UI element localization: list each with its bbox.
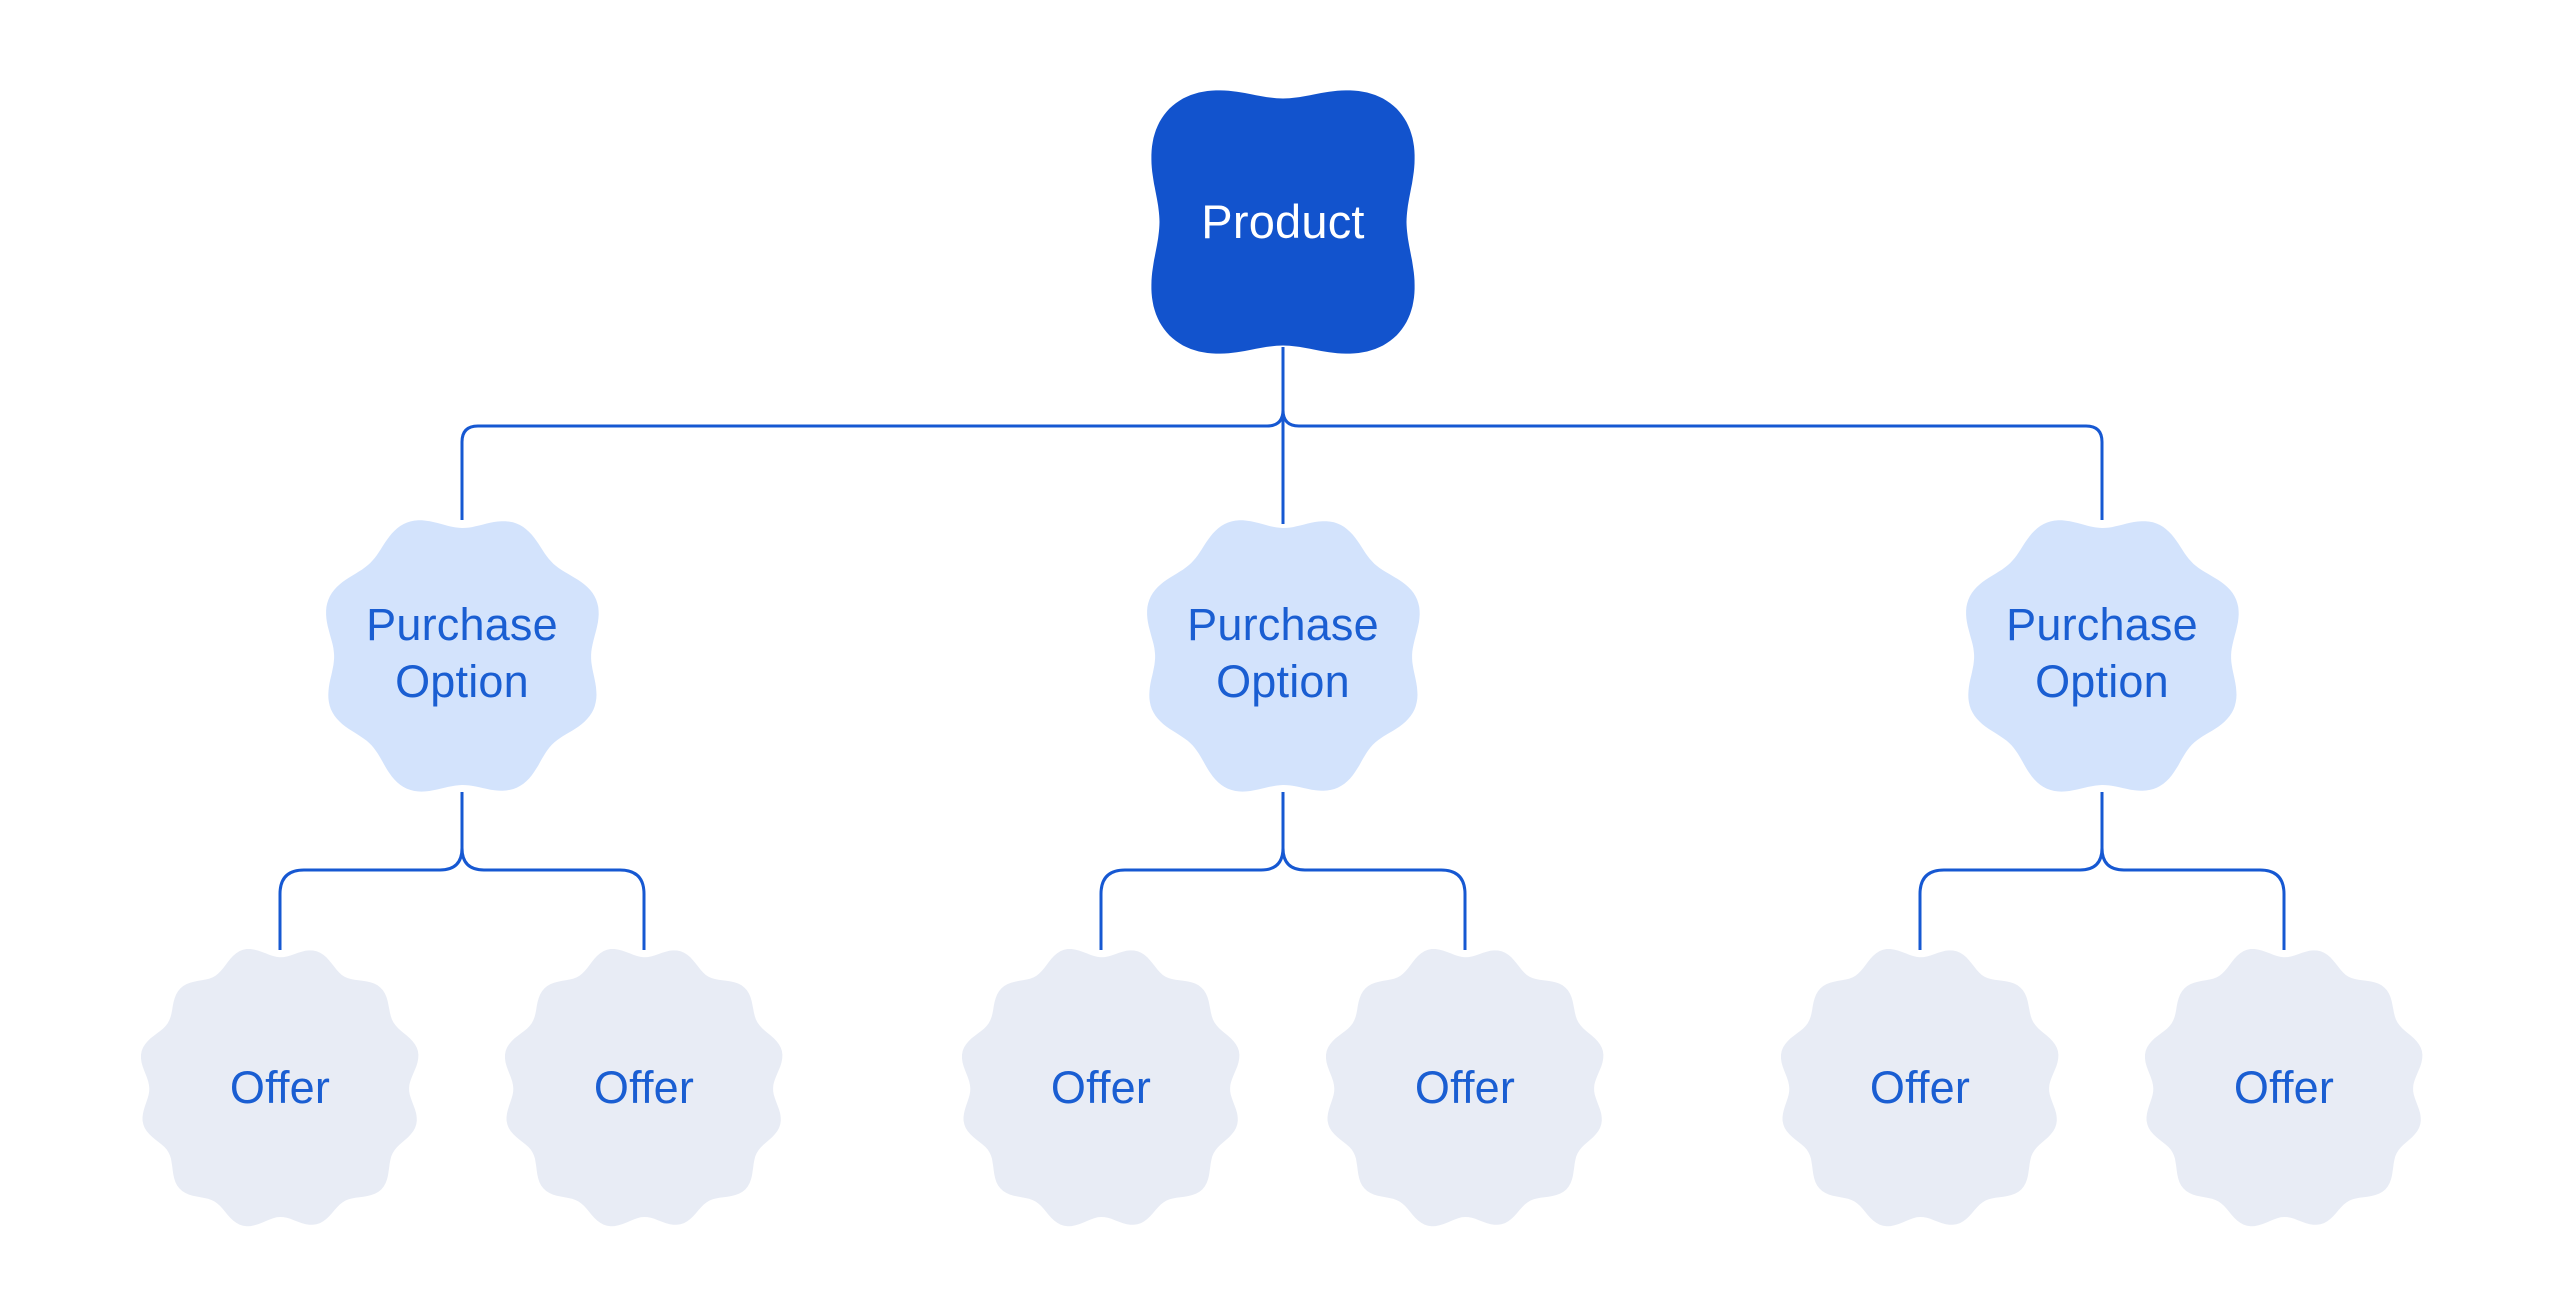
purchase-option-label-1: Purchase Option	[366, 599, 558, 707]
purchase-option-shape-2	[1147, 520, 1420, 792]
offer-shape-4	[1326, 949, 1604, 1227]
purchase-option-shape-3	[1966, 520, 2239, 792]
offer-label-2: Offer	[593, 1062, 695, 1113]
offer-label-4: Offer	[1414, 1062, 1516, 1113]
offer-shape-3	[962, 949, 1240, 1227]
offer-label-3: Offer	[1050, 1062, 1152, 1113]
offer-shape-6	[2145, 949, 2423, 1227]
offer-shape-1	[141, 949, 419, 1227]
connector-level1	[460, 347, 2104, 524]
offer-label-6: Offer	[2233, 1062, 2335, 1113]
connector-fork-2	[1099, 792, 1467, 950]
product-node-shape	[1151, 90, 1415, 354]
product-node-label: Product	[1201, 195, 1365, 248]
offer-label-5: Offer	[1869, 1062, 1971, 1113]
connector-fork-1	[278, 792, 646, 950]
purchase-option-shape-1	[326, 520, 599, 792]
connector-fork-3	[1918, 792, 2286, 950]
offer-label-1: Offer	[229, 1062, 331, 1113]
offer-shape-5	[1781, 949, 2059, 1227]
purchase-option-label-3: Purchase Option	[2006, 599, 2198, 707]
purchase-option-label-2: Purchase Option	[1187, 599, 1379, 707]
offer-shape-2	[505, 949, 783, 1227]
